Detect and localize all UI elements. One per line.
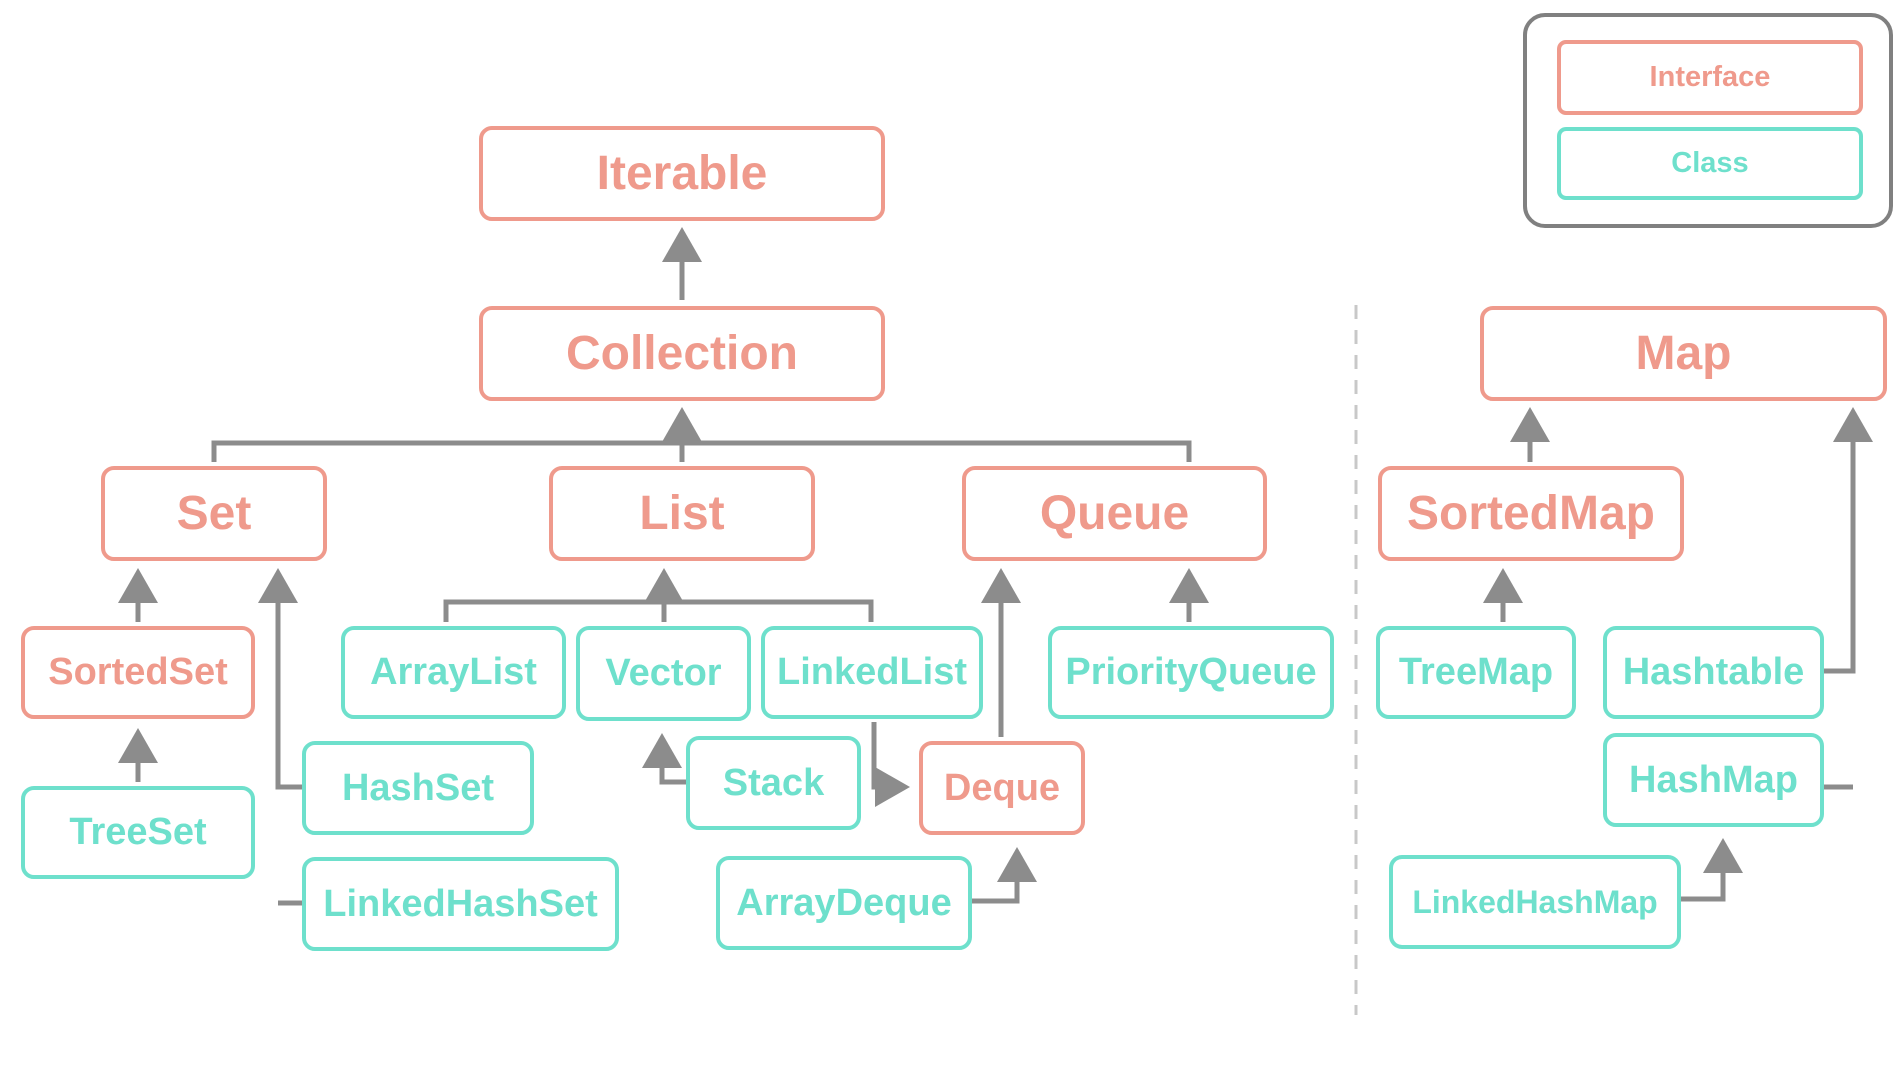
node-linkedlist: LinkedList: [761, 626, 983, 719]
node-queue-label: Queue: [1039, 487, 1190, 540]
node-list-label: List: [639, 487, 725, 540]
node-iterable: Iterable: [479, 126, 885, 221]
node-map-label: Map: [1635, 327, 1732, 380]
node-sortedmap-label: SortedMap: [1406, 487, 1655, 540]
node-iterable-label: Iterable: [596, 147, 768, 200]
node-collection: Collection: [479, 306, 885, 401]
node-treemap-label: TreeMap: [1398, 651, 1554, 693]
node-queue: Queue: [962, 466, 1267, 561]
node-vector: Vector: [576, 626, 751, 721]
node-linkedhashset: LinkedHashSet: [302, 857, 619, 951]
node-hashset-label: HashSet: [341, 766, 495, 809]
node-arraylist-label: ArrayList: [370, 651, 537, 693]
edge-hashtable-map: [1819, 407, 1873, 674]
node-linkedlist-label: LinkedList: [776, 651, 968, 693]
node-linkedhashmap-label: LinkedHashMap: [1412, 883, 1658, 920]
node-treeset-label: TreeSet: [69, 811, 207, 853]
node-arraylist: ArrayList: [341, 626, 566, 719]
node-list: List: [549, 466, 815, 561]
node-sortedmap: SortedMap: [1378, 466, 1684, 561]
edge-set-list-queue-bracket: [211, 440, 1192, 462]
node-set-label: Set: [176, 487, 252, 540]
node-collection-label: Collection: [565, 327, 798, 380]
edge-stack-vector: [642, 733, 686, 785]
node-arraydeque-label: ArrayDeque: [736, 881, 952, 924]
edge-list-children-bracket: [443, 599, 874, 622]
legend-class: Class: [1557, 127, 1863, 200]
edge-arraydeque-deque: [967, 847, 1037, 904]
node-deque-label: Deque: [943, 766, 1061, 809]
node-priorityqueue: PriorityQueue: [1048, 626, 1334, 719]
legend: [1523, 13, 1893, 228]
legend-interface-label: Interface: [1649, 61, 1771, 93]
node-hashset: HashSet: [302, 741, 534, 835]
node-treeset: TreeSet: [21, 786, 255, 879]
node-hashtable: Hashtable: [1603, 626, 1824, 719]
node-linkedhashmap: LinkedHashMap: [1389, 855, 1681, 949]
node-sortedset-label: SortedSet: [48, 651, 228, 693]
node-treemap: TreeMap: [1376, 626, 1576, 719]
legend-class-label: Class: [1671, 147, 1749, 179]
node-hashtable-label: Hashtable: [1622, 651, 1805, 693]
node-sortedset: SortedSet: [21, 626, 255, 719]
node-stack-label: Stack: [722, 761, 825, 804]
node-vector-label: Vector: [605, 652, 722, 694]
edge-linkedlist-deque: [871, 722, 910, 807]
node-set: Set: [101, 466, 327, 561]
node-linkedhashset-label: LinkedHashSet: [323, 882, 598, 925]
node-hashmap: HashMap: [1603, 733, 1824, 827]
edge-linkedhashmap-hashmap: [1677, 838, 1743, 902]
node-arraydeque: ArrayDeque: [716, 856, 972, 950]
node-priorityqueue-label: PriorityQueue: [1065, 651, 1317, 693]
node-map: Map: [1480, 306, 1887, 401]
edge-hashset-set: [258, 568, 302, 790]
legend-interface: Interface: [1557, 40, 1863, 115]
node-stack: Stack: [686, 736, 861, 830]
node-deque: Deque: [919, 741, 1085, 835]
node-hashmap-label: HashMap: [1629, 758, 1798, 801]
